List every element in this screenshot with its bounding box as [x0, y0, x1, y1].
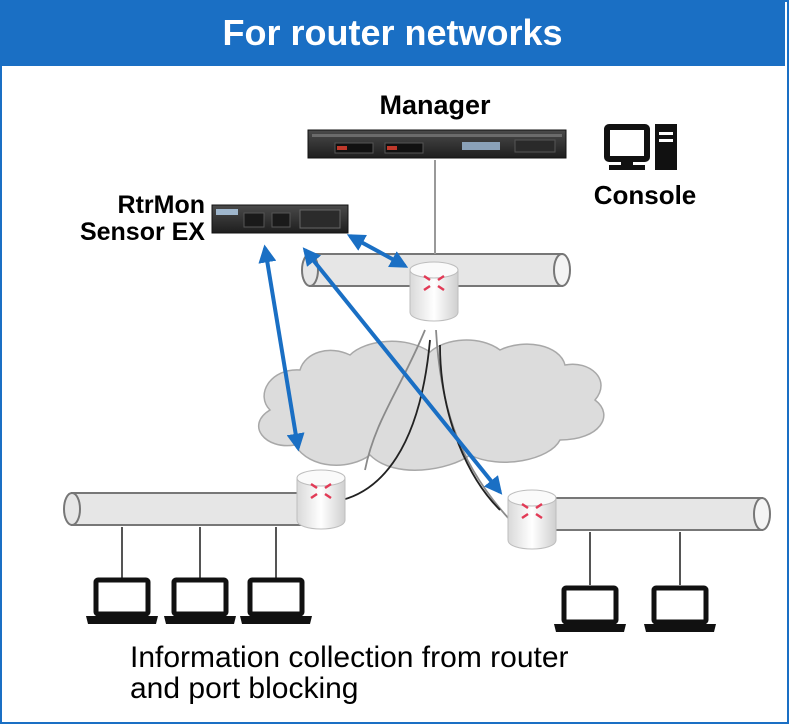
monitoring-arrows — [258, 234, 503, 495]
laptop-icon — [164, 577, 236, 624]
header-bar: For router networks — [0, 0, 785, 66]
arrow-sensor-to-left-router — [258, 244, 305, 452]
diagram-caption: Information collection from router and p… — [130, 642, 569, 704]
laptop-icon — [240, 577, 312, 624]
console-computer-icon — [604, 124, 677, 170]
sensor-label: RtrMon Sensor EX — [40, 192, 205, 246]
router-icon — [296, 469, 346, 530]
laptop-icon — [554, 585, 626, 632]
router-icon — [409, 261, 459, 322]
manager-label: Manager — [379, 90, 491, 120]
page-title: For router networks — [222, 12, 563, 53]
right-network-segment — [539, 497, 771, 531]
caption-line1: Information collection from router — [130, 641, 569, 674]
caption-line2: and port blocking — [130, 672, 359, 705]
sensor-label-line1: RtrMon — [117, 191, 205, 219]
server-icon — [307, 129, 567, 159]
router-icon — [507, 489, 557, 550]
lan-drops — [121, 527, 681, 585]
sensor-label-line2: Sensor EX — [79, 218, 205, 246]
sensor-appliance-icon — [211, 204, 349, 234]
console-label: Console — [593, 180, 697, 210]
arrow-sensor-to-right-router — [302, 247, 503, 495]
left-network-segment — [63, 492, 313, 526]
laptop-icon — [644, 585, 716, 632]
laptop-icon — [86, 577, 158, 624]
